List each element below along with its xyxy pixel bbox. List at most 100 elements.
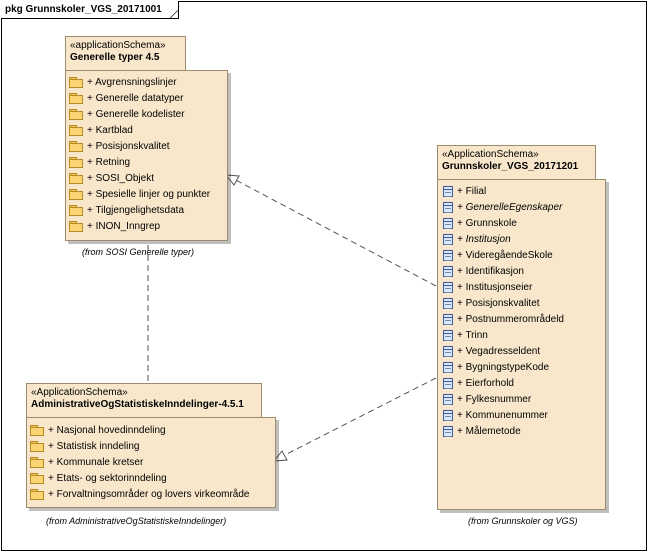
list-item[interactable]: + Posisjonskvalitet <box>438 295 605 311</box>
list-item[interactable]: + Grunnskole <box>438 215 605 231</box>
package-item-label: + Posisjonskvalitet <box>87 140 170 152</box>
class-icon <box>443 297 453 309</box>
class-item-label: + BygningstypeKode <box>457 361 550 373</box>
dependency-grunnskoler-to-admin <box>276 377 437 460</box>
list-item[interactable]: + Generelle kodelister <box>66 106 227 122</box>
folder-icon <box>30 424 44 436</box>
folder-icon <box>30 456 44 468</box>
folder-icon <box>30 488 44 500</box>
package-item-label: + Kommunale kretser <box>48 456 144 468</box>
list-item[interactable]: + VideregåendeSkole <box>438 247 605 263</box>
list-item[interactable]: + Kommunale kretser <box>27 454 275 470</box>
package-item-label: + Etats- og sektorinndeling <box>48 472 167 484</box>
class-item-label: + Identifikasjon <box>457 265 524 277</box>
list-item[interactable]: + Nasjonal hovedinndeling <box>27 422 275 438</box>
class-icon <box>443 409 453 421</box>
class-icon <box>443 361 453 373</box>
class-icon <box>443 345 453 357</box>
list-item[interactable]: + Tilgjengelighetsdata <box>66 202 227 218</box>
package-origin-note: (from Grunnskoler og VGS) <box>468 516 578 526</box>
package-stereotype: «ApplicationSchema» <box>442 149 539 160</box>
package-tab: «ApplicationSchema» Grunnskoler_VGS_2017… <box>437 145 596 180</box>
class-item-label: + Fylkesnummer <box>457 393 532 405</box>
class-item-label: + Postnummerområdeld <box>457 313 564 325</box>
list-item[interactable]: + INON_Inngrep <box>66 218 227 234</box>
folder-icon <box>69 172 83 184</box>
arrowhead-to-generelle-from-grunnskoler <box>224 174 240 186</box>
folder-icon <box>30 472 44 484</box>
list-item[interactable]: + Kartblad <box>66 122 227 138</box>
list-item[interactable]: + Eierforhold <box>438 375 605 391</box>
class-item-label: + Eierforhold <box>457 377 514 389</box>
package-origin-note: (from AdministrativeOgStatistiskeInndeli… <box>46 516 227 526</box>
package-contents: + Nasjonal hovedinndeling + Statistisk i… <box>26 417 276 508</box>
folder-icon <box>69 156 83 168</box>
class-icon <box>443 313 453 325</box>
package-item-label: + Statistisk inndeling <box>48 440 140 452</box>
class-item-label: + Filial <box>457 185 487 197</box>
folder-icon <box>30 440 44 452</box>
package-origin-note: (from SOSI Generelle typer) <box>82 247 195 257</box>
package-item-label: + Spesielle linjer og punkter <box>87 188 211 200</box>
list-item[interactable]: + Retning <box>66 154 227 170</box>
list-item[interactable]: + Generelle datatyper <box>66 90 227 106</box>
package-name: Grunnskoler_VGS_20171201 <box>442 161 579 172</box>
package-item-label: + Retning <box>87 156 131 168</box>
package-stereotype: «applicationSchema» <box>70 40 166 51</box>
list-item[interactable]: + Identifikasjon <box>438 263 605 279</box>
list-item[interactable]: + Etats- og sektorinndeling <box>27 470 275 486</box>
class-icon <box>443 281 453 293</box>
package-name: Generelle typer 4.5 <box>70 52 160 63</box>
list-item[interactable]: + Institusjon <box>438 231 605 247</box>
class-icon <box>443 425 453 437</box>
class-icon <box>443 393 453 405</box>
folder-icon <box>69 124 83 136</box>
package-tab: «ApplicationSchema» AdministrativeOgStat… <box>26 383 262 418</box>
list-item[interactable]: + SOSI_Objekt <box>66 170 227 186</box>
package-item-label: + SOSI_Objekt <box>87 172 154 184</box>
dependency-grunnskoler-to-generelle <box>229 176 437 287</box>
folder-icon <box>69 204 83 216</box>
class-icon <box>443 185 453 197</box>
package-item-label: + Tilgjengelighetsdata <box>87 204 185 216</box>
package-item-label: + Nasjonal hovedinndeling <box>48 424 166 436</box>
package-name: AdministrativeOgStatistiskeInndelinger-4… <box>31 399 244 410</box>
list-item[interactable]: + Filial <box>438 183 605 199</box>
list-item[interactable]: + Statistisk inndeling <box>27 438 275 454</box>
class-icon <box>443 249 453 261</box>
class-item-label: + Trinn <box>457 329 488 341</box>
folder-icon <box>69 108 83 120</box>
class-icon <box>443 201 453 213</box>
folder-icon <box>69 92 83 104</box>
list-item[interactable]: + Vegadresseldent <box>438 343 605 359</box>
list-item[interactable]: + Institusjonseier <box>438 279 605 295</box>
package-stereotype: «ApplicationSchema» <box>31 387 128 398</box>
folder-icon <box>69 220 83 232</box>
list-item[interactable]: + Forvaltningsområder og lovers virkeomr… <box>27 486 275 502</box>
class-icon <box>443 233 453 245</box>
class-icon <box>443 217 453 229</box>
class-item-label: + VideregåendeSkole <box>457 249 553 261</box>
class-item-label: + Grunnskole <box>457 217 517 229</box>
package-item-label: + Generelle datatyper <box>87 92 184 104</box>
folder-icon <box>69 140 83 152</box>
list-item[interactable]: + Fylkesnummer <box>438 391 605 407</box>
list-item[interactable]: + Målemetode <box>438 423 605 439</box>
list-item[interactable]: + Trinn <box>438 327 605 343</box>
list-item[interactable]: + Kommunenummer <box>438 407 605 423</box>
class-icon <box>443 377 453 389</box>
class-icon <box>443 265 453 277</box>
list-item[interactable]: + Avgrensningslinjer <box>66 74 227 90</box>
class-item-label: + Institusjon <box>457 233 511 245</box>
list-item[interactable]: + Posisjonskvalitet <box>66 138 227 154</box>
list-item[interactable]: + Spesielle linjer og punkter <box>66 186 227 202</box>
class-icon <box>443 329 453 341</box>
list-item[interactable]: + GenerelleEgenskaper <box>438 199 605 215</box>
class-item-label: + Målemetode <box>457 425 521 437</box>
class-item-label: + Kommunenummer <box>457 409 548 421</box>
package-tab: «applicationSchema» Generelle typer 4.5 <box>65 36 186 71</box>
list-item[interactable]: + Postnummerområdeld <box>438 311 605 327</box>
list-item[interactable]: + BygningstypeKode <box>438 359 605 375</box>
package-contents: + Filial + GenerelleEgenskaper + Grunnskol… <box>437 179 606 510</box>
